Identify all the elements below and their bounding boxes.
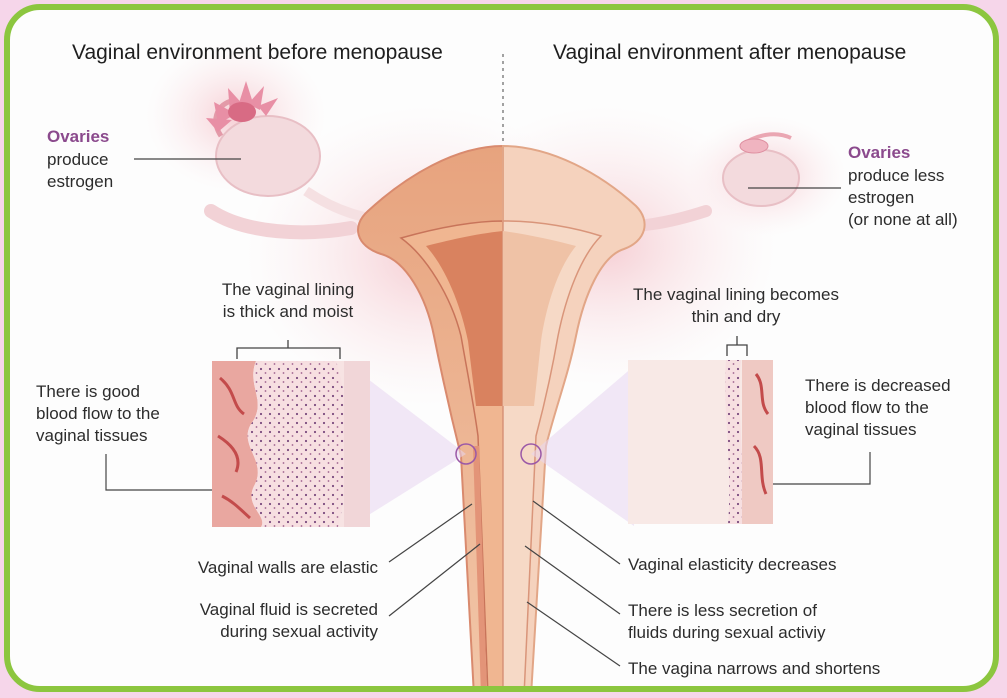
right-lining-line1: The vaginal lining becomes: [606, 284, 866, 306]
right-blood-flow-line1: There is decreased: [805, 375, 951, 397]
right-panel-title: Vaginal environment after menopause: [553, 40, 906, 66]
right-blood-flow-line2: blood flow to the: [805, 397, 929, 419]
left-blood-flow-line2: blood flow to the: [36, 403, 160, 425]
right-secretion-line2: fluids during sexual activiy: [628, 622, 825, 644]
right-secretion-line1: There is less secretion of: [628, 600, 817, 622]
left-lining-line1: The vaginal lining: [198, 279, 378, 301]
left-fluid-line1: Vaginal fluid is secreted: [128, 599, 378, 621]
right-narrows-text: The vagina narrows and shortens: [628, 658, 880, 680]
left-ovaries-label: Ovaries: [47, 126, 109, 148]
left-blood-flow-line1: There is good: [36, 381, 140, 403]
left-lining-line2: is thick and moist: [198, 301, 378, 323]
left-ovaries-text-line2: estrogen: [47, 171, 113, 193]
right-ovaries-text-line2: estrogen: [848, 187, 914, 209]
right-elasticity-text: Vaginal elasticity decreases: [628, 554, 837, 576]
infographic-frame: Vaginal environment before menopause Ova…: [4, 4, 999, 692]
left-fluid-line2: during sexual activity: [128, 621, 378, 643]
left-blood-flow-line3: vaginal tissues: [36, 425, 148, 447]
right-ovaries-text-line1: produce less: [848, 165, 944, 187]
anatomy-illustration: [10, 10, 999, 692]
right-lining-line2: thin and dry: [606, 306, 866, 328]
right-ovaries-text-line3: (or none at all): [848, 209, 958, 231]
left-ovaries-text-line1: produce: [47, 149, 108, 171]
left-walls-elastic-text: Vaginal walls are elastic: [128, 557, 378, 579]
left-panel-title: Vaginal environment before menopause: [72, 40, 443, 66]
right-blood-flow-line3: vaginal tissues: [805, 419, 917, 441]
right-ovaries-label: Ovaries: [848, 142, 910, 164]
